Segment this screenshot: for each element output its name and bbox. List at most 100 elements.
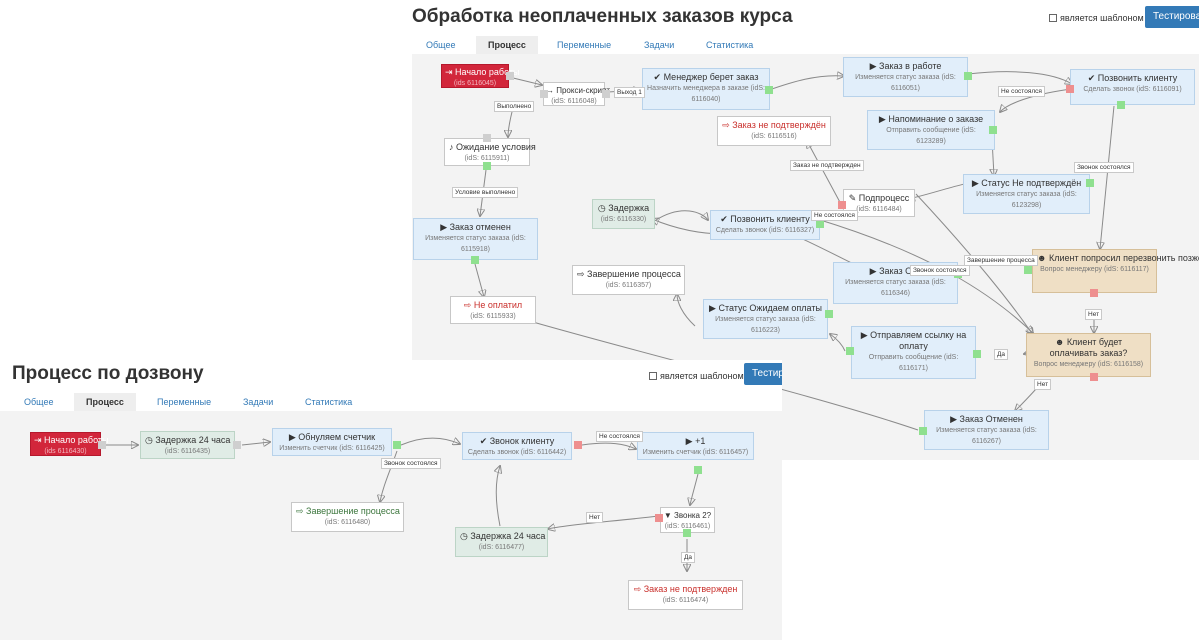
port[interactable] — [964, 72, 972, 80]
tab-general[interactable]: Общее — [426, 40, 456, 50]
bell-icon: ♪ — [449, 142, 457, 152]
reset-counter-node[interactable]: ▶ Обнуляем счетчик Изменить счетчик (idS… — [272, 428, 392, 456]
proxy-script-node[interactable]: → Прокси-скрипт (idS: 6116048) — [543, 82, 610, 106]
will-pay-question-node[interactable]: ☻ Клиент будет оплачивать заказ? Вопрос … — [1026, 333, 1151, 377]
checkbox-box[interactable] — [649, 372, 657, 380]
start-node[interactable]: ⇥ Начало работы (ids 6116430) — [30, 432, 108, 456]
node-sub: Изменяется статус заказа (idS: 6115918) — [425, 235, 526, 253]
port[interactable] — [1090, 289, 1098, 297]
port[interactable] — [483, 162, 491, 170]
node-sub: Отправить сообщение (idS: 6116171) — [868, 354, 959, 372]
port[interactable] — [233, 441, 241, 449]
order-reminder-node[interactable]: ▶ Напоминание о заказе Отправить сообщен… — [867, 110, 995, 150]
node-sub: Отправить сообщение (idS: 6123289) — [886, 127, 976, 145]
port[interactable] — [1117, 101, 1125, 109]
process-canvas[interactable]: ⇥ Начало работы (ids 6116430) ◷ Задержка… — [0, 411, 782, 640]
node-sub: (idS: 6116330) — [600, 216, 647, 223]
tab-tasks[interactable]: Задачи — [644, 40, 675, 50]
port[interactable] — [1024, 266, 1032, 274]
port[interactable] — [838, 201, 846, 209]
node-sub: (idS: 6116516) — [751, 133, 797, 140]
node-sub: Изменяется статус заказа (idS: 6116051) — [855, 74, 956, 92]
tab-general[interactable]: Общее — [24, 397, 54, 407]
node-sub: Вопрос менеджеру (idS: 6116158) — [1033, 361, 1144, 368]
port[interactable] — [1086, 179, 1094, 187]
port[interactable] — [574, 441, 582, 449]
sign-out-icon: ⇨ — [296, 506, 307, 516]
sign-out-icon: ⇨ — [463, 300, 474, 310]
order-cancelled-node[interactable]: ▶ Заказ отменен Изменяется статус заказа… — [413, 218, 538, 260]
tab-process[interactable]: Процесс — [476, 36, 538, 54]
tab-statistics[interactable]: Статистика — [706, 40, 754, 50]
port[interactable] — [483, 134, 491, 142]
calls-2-filter-node[interactable]: ▼ Звонка 2? (idS: 6116461) — [660, 507, 715, 533]
port[interactable] — [816, 220, 824, 228]
edge — [807, 141, 843, 207]
edge-label: Заказ не подтвержден — [790, 160, 864, 171]
call-client-node[interactable]: ✔ Звонок клиенту Сделать звонок (idS: 61… — [462, 432, 572, 460]
edge-label: Не состоялся — [998, 86, 1045, 97]
port[interactable] — [846, 347, 854, 355]
template-checkbox[interactable]: является шаблоном — [649, 371, 744, 381]
filter-icon: ▼ — [663, 511, 675, 520]
template-checkbox[interactable]: является шаблоном — [1049, 13, 1144, 23]
port[interactable] — [825, 310, 833, 318]
user-icon: ☻ — [1037, 253, 1049, 263]
order-not-confirmed-node[interactable]: ⇨ Заказ не подтвержден (idS: 6116474) — [628, 580, 743, 610]
port[interactable] — [602, 90, 610, 98]
end-process-node[interactable]: ⇨ Завершение процесса (idS: 6116480) — [291, 502, 404, 532]
tab-variables[interactable]: Переменные — [157, 397, 212, 407]
node-sub: Сделать звонок (idS: 6116442) — [467, 449, 567, 456]
tab-statistics[interactable]: Статистика — [305, 397, 353, 407]
port[interactable] — [683, 529, 691, 537]
call-client-node-2[interactable]: ✔ Позвонить клиенту Сделать звонок (idS:… — [710, 210, 820, 240]
checkbox-box[interactable] — [1049, 14, 1057, 22]
port[interactable] — [506, 72, 514, 80]
port[interactable] — [98, 441, 106, 449]
test-button[interactable]: Тестировать — [744, 363, 782, 385]
port[interactable] — [973, 350, 981, 358]
node-title: ▶ Отправляем ссылку на оплату — [860, 330, 967, 351]
edge-label: Не состоялся — [811, 210, 858, 221]
port[interactable] — [694, 466, 702, 474]
port[interactable] — [471, 256, 479, 264]
send-payment-link-node[interactable]: ▶ Отправляем ссылку на оплату Отправить … — [851, 326, 976, 379]
order-cancelled-final-node[interactable]: ▶ Заказ Отменен Изменяется статус заказа… — [924, 410, 1049, 450]
port[interactable] — [765, 86, 773, 94]
port[interactable] — [540, 90, 548, 98]
port[interactable] — [919, 427, 927, 435]
tab-tasks[interactable]: Задачи — [243, 397, 274, 407]
delay-24h-node-1[interactable]: ◷ Задержка 24 часа (idS: 6116435) — [140, 431, 235, 459]
subprocess-node[interactable]: ✎ Подпроцесс (idS: 6116484) — [843, 189, 915, 217]
node-title: ⇨ Завершение процесса — [577, 269, 681, 280]
order-not-confirmed-node[interactable]: ⇨ Заказ не подтверждён (idS: 6116516) — [717, 116, 831, 146]
tab-process[interactable]: Процесс — [74, 393, 136, 411]
call-client-node-1[interactable]: ✔ Позвонить клиенту Сделать звонок (idS:… — [1070, 69, 1195, 105]
order-in-work-node[interactable]: ▶ Заказ в работе Изменяется статус заказ… — [843, 57, 968, 97]
test-button[interactable]: Тестировать — [1145, 6, 1199, 28]
port[interactable] — [1090, 373, 1098, 381]
status-not-confirmed-node[interactable]: ▶ Статус Не подтверждён Изменяется стату… — [963, 174, 1090, 214]
port[interactable] — [393, 441, 401, 449]
not-paid-node[interactable]: ⇨ Не оплатил (idS: 6115933) — [450, 296, 536, 324]
start-node[interactable]: ⇥ Начало работы (ids 6116045) — [441, 64, 519, 88]
end-process-node[interactable]: ⇨ Завершение процесса (idS: 6116357) — [572, 265, 685, 295]
page-title: Процесс по дозвону — [12, 363, 204, 384]
edge — [655, 210, 708, 220]
node-title-text: Задержка 24 часа — [155, 435, 231, 445]
port[interactable] — [989, 126, 997, 134]
edge — [690, 473, 699, 505]
tab-variables[interactable]: Переменные — [557, 40, 612, 50]
delay-node[interactable]: ◷ Задержка (idS: 6116330) — [592, 199, 655, 229]
node-title: ▶ Заказ Отл — [869, 266, 922, 276]
wait-condition-node[interactable]: ♪ Ожидание условия (idS: 6115911) — [444, 138, 536, 166]
node-title-text: Завершение процесса — [306, 506, 400, 516]
delay-24h-node-2[interactable]: ◷ Задержка 24 часа (idS: 6116477) — [455, 527, 548, 557]
port[interactable] — [655, 514, 663, 522]
plus-one-node[interactable]: ▶ +1 Изменить счетчик (idS: 6116457) — [637, 432, 754, 460]
manager-takes-order-node[interactable]: ✔ Менеджер берет заказ Назначить менедже… — [642, 68, 770, 110]
awaiting-payment-status-node[interactable]: ▶ Статус Ожидаем оплаты Изменяется стату… — [703, 299, 828, 339]
bottom-process-panel: Процесс по дозвону является шаблоном Тес… — [0, 360, 782, 640]
callback-question-node[interactable]: ☻ Клиент попросил перезвонить позже? Воп… — [1032, 249, 1199, 293]
port[interactable] — [1066, 85, 1074, 93]
